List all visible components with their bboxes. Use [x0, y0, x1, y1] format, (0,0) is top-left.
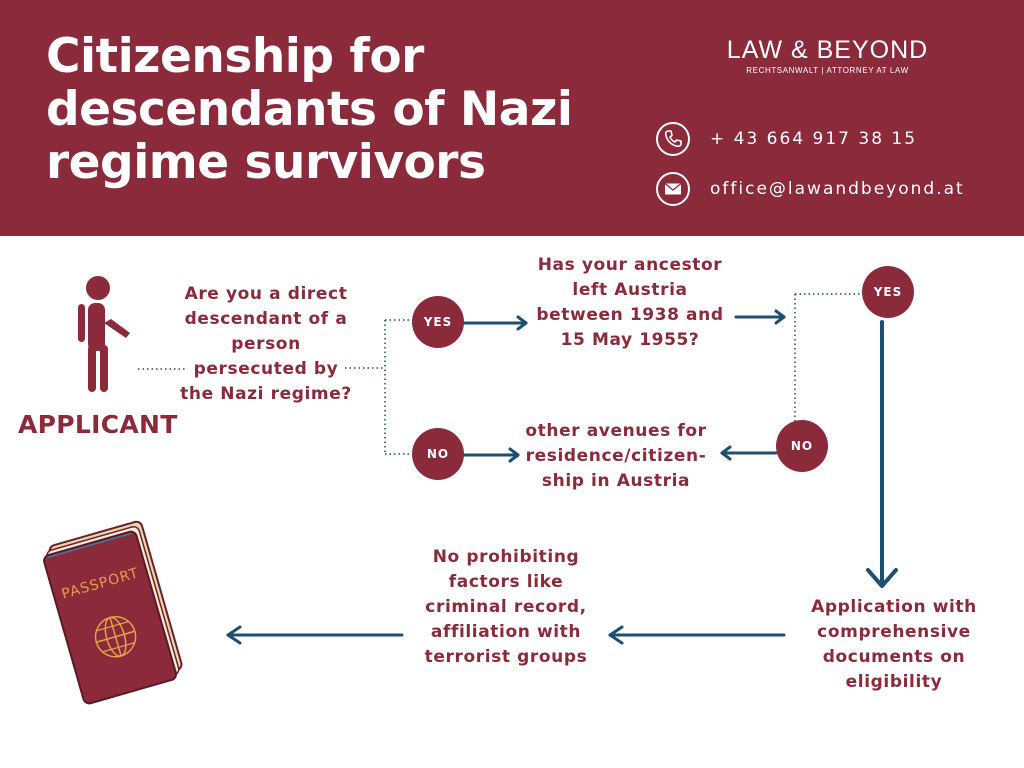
phone-icon: [656, 122, 690, 156]
no-node-2: NO: [776, 420, 828, 472]
no-prohibiting-factors-text: No prohibiting factors like criminal rec…: [424, 547, 588, 667]
page-title: Citizenship for descendants of Nazi regi…: [46, 29, 573, 190]
question-direct-descendant: Are you a direct descendant of a person …: [180, 284, 352, 404]
yes-node-1: YES: [412, 296, 464, 348]
arrow-question2-to-yes2: [734, 309, 786, 325]
arrow-yes1-to-question2: [462, 315, 528, 331]
arrow-application-to-no-prohibiting: [608, 625, 786, 645]
brand-subtitle: RECHTSANWALT | ATTORNEY AT LAW: [746, 66, 909, 75]
header-banner: Citizenship for descendants of Nazi regi…: [0, 0, 1024, 236]
phone-number[interactable]: + 43 664 917 38 15: [710, 129, 918, 149]
arrow-no2-to-other-avenues: [720, 445, 778, 461]
dotted-connectors: [138, 293, 862, 455]
passport-icon: PASSPORT: [43, 520, 183, 705]
other-avenues-text: other avenues for residence/citizen-ship…: [525, 421, 707, 491]
arrow-to-passport: [226, 625, 404, 645]
flow-arrows: [226, 309, 898, 645]
arrow-no1-to-other-avenues: [462, 447, 520, 463]
yes-node-2: YES: [862, 266, 914, 318]
mail-icon: [656, 172, 690, 206]
no-node-1: NO: [412, 428, 464, 480]
email-address[interactable]: office@lawandbeyond.at: [710, 179, 965, 199]
brand-logo: LAW & BEYOND RECHTSANWALT | ATTORNEY AT …: [700, 36, 955, 75]
question-ancestor-left: Has your ancestor left Austria between 1…: [536, 255, 724, 350]
person-walking-icon: [78, 276, 130, 392]
application-text: Application with comprehensive documents…: [811, 597, 977, 692]
applicant-label: APPLICANT: [18, 410, 178, 439]
brand-name: LAW & BEYOND: [726, 36, 929, 64]
arrow-yes2-down-to-application: [866, 320, 898, 588]
